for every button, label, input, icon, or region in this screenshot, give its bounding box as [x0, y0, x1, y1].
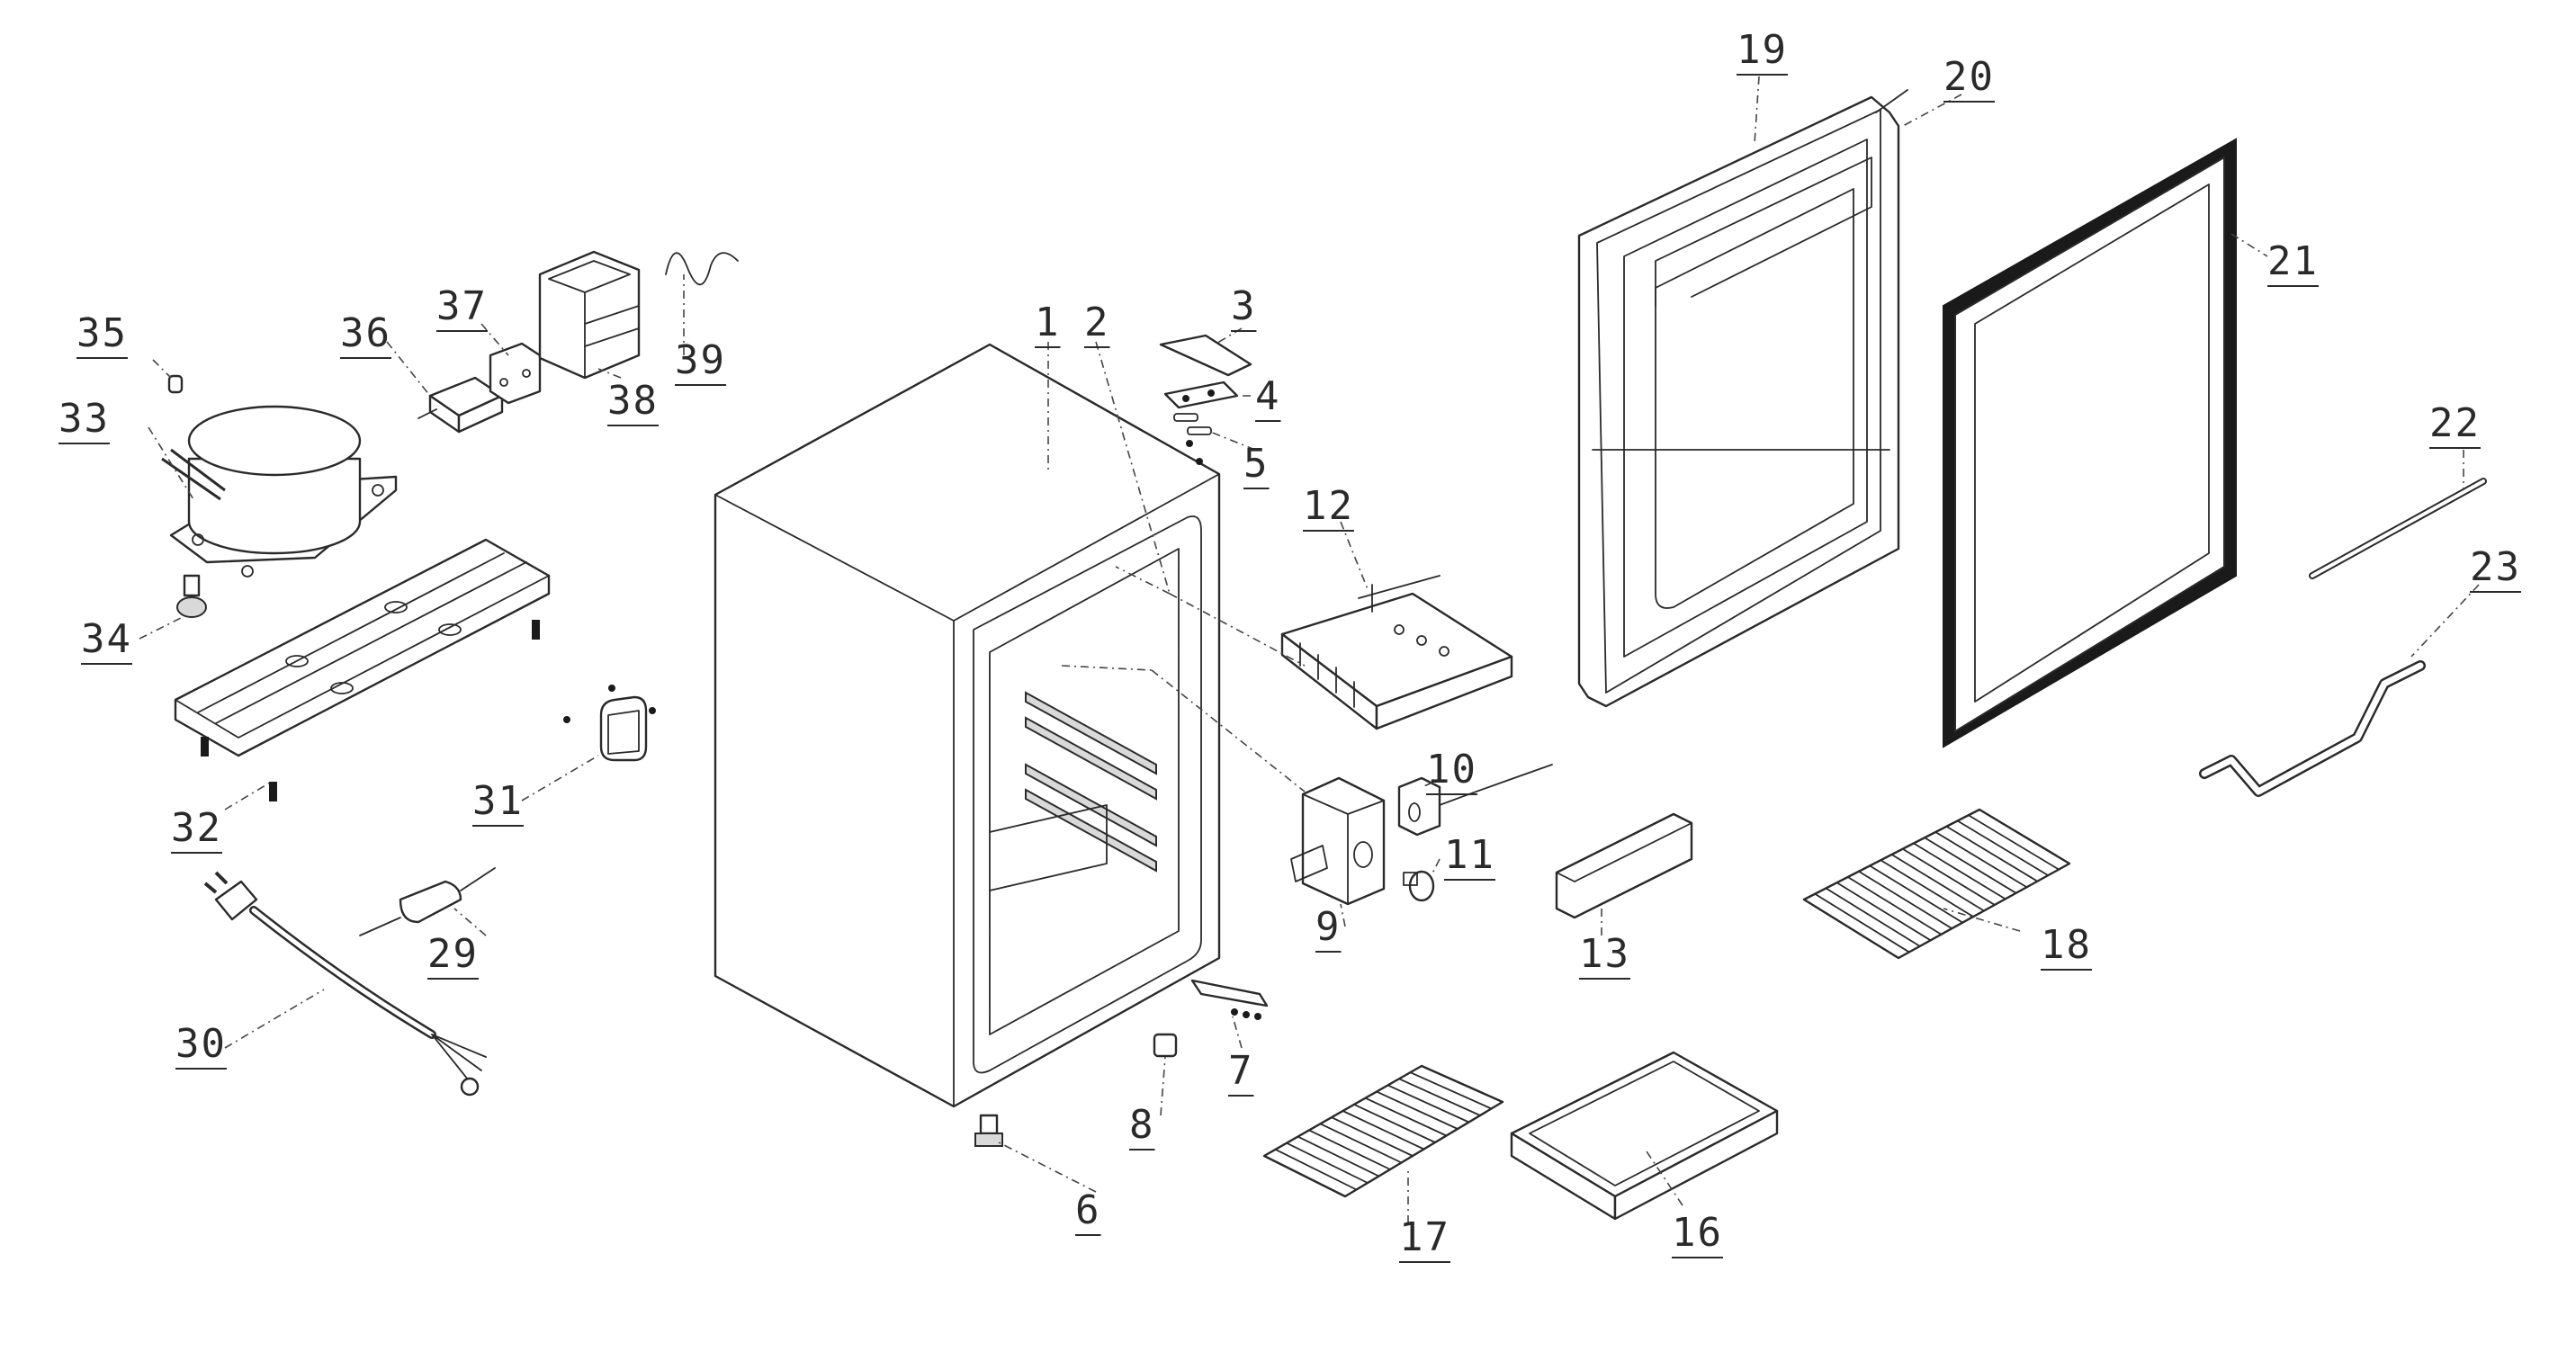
handle-bar: [2309, 478, 2487, 579]
relay-cap: [167, 374, 184, 394]
shelf-rung: [1890, 854, 1985, 912]
callout-30: 30: [175, 1021, 227, 1067]
glass-door-frame: [1943, 138, 2237, 748]
callout-32: 32: [171, 805, 222, 851]
callout-31: 31: [472, 778, 524, 824]
thermostat: [1397, 764, 1553, 837]
shelf-rung: [1967, 814, 2060, 871]
bottom-hinge: [1190, 979, 1269, 1020]
drip-tray: [1510, 1051, 1779, 1221]
shelf-rung: [1869, 864, 1964, 924]
handle-tube: [2199, 660, 2426, 797]
callout-12: 12: [1303, 483, 1354, 529]
cabinet: [714, 343, 1221, 1108]
shelf-rung: [1319, 1123, 1403, 1164]
shelf-rung: [1846, 876, 1943, 936]
callout-18: 18: [2041, 922, 2092, 968]
callout-38: 38: [607, 378, 659, 424]
callout-labels: 1 2 3 4 5 6 7 8 9 10 11 12 13 16 17 18 1…: [58, 27, 2521, 1263]
leveling-foot: [974, 1114, 1003, 1147]
shelf-rung: [1274, 1148, 1358, 1191]
connecting-wire: [665, 252, 739, 286]
callout-33: 33: [58, 396, 110, 442]
shelf-rung: [1956, 819, 2050, 877]
leader-lines: [139, 76, 2480, 1223]
shelf-rung: [1945, 825, 2039, 882]
shelf-rung: [1398, 1078, 1481, 1116]
start-relay: [417, 376, 504, 434]
door: [1577, 95, 1900, 708]
compressor-grommet: [176, 574, 207, 618]
callout-3: 3: [1231, 283, 1257, 329]
wire-shelf-small: [1262, 1064, 1504, 1198]
shelf-rung: [1409, 1071, 1493, 1110]
fuse: [359, 867, 496, 936]
callout-13: 13: [1579, 931, 1630, 977]
evaporator: [1280, 575, 1513, 730]
callout-10: 10: [1426, 747, 1477, 792]
shelf-rung: [1331, 1116, 1414, 1157]
shelf-rung: [1364, 1097, 1448, 1137]
shelf-rung: [1387, 1084, 1470, 1124]
shelf-rung: [1286, 1142, 1369, 1184]
callout-17: 17: [1399, 1214, 1450, 1260]
shelf-rung: [1376, 1090, 1459, 1130]
callout-36: 36: [340, 310, 391, 356]
hinge-screws: [1173, 413, 1212, 435]
callout-39: 39: [675, 337, 726, 383]
shelf-rung: [1901, 847, 1996, 906]
shelf-rung: [1836, 882, 1932, 942]
callout-22: 22: [2429, 400, 2481, 446]
top-hinge-cover: [1159, 334, 1252, 377]
callout-37: 37: [436, 283, 488, 329]
callout-4: 4: [1255, 373, 1281, 419]
callout-7: 7: [1228, 1048, 1254, 1094]
shelf-rung: [1297, 1135, 1380, 1177]
electrical-box-cover: [538, 250, 641, 380]
shelf-rung: [1825, 887, 1921, 947]
callout-23: 23: [2470, 544, 2521, 590]
callout-35: 35: [76, 310, 128, 356]
callout-9: 9: [1315, 904, 1342, 950]
callout-21: 21: [2267, 238, 2319, 284]
small-shelf: [1555, 812, 1693, 919]
shelf-rung: [1342, 1110, 1425, 1151]
shelf-rung: [1912, 842, 2006, 900]
callout-19: 19: [1737, 27, 1788, 73]
door-gasket: [1875, 89, 1908, 113]
callout-1: 1: [1035, 300, 1061, 345]
callout-5: 5: [1243, 441, 1270, 487]
cabinet-shelf-rails: [1025, 691, 1157, 873]
compressor: [161, 405, 398, 578]
overload-protector: [489, 342, 542, 405]
callout-6: 6: [1075, 1187, 1101, 1233]
callout-16: 16: [1672, 1210, 1723, 1256]
shelf-rung: [1353, 1103, 1436, 1143]
shelf-rung: [1308, 1129, 1391, 1170]
callout-2: 2: [1084, 300, 1110, 345]
thermostat-knob: [1403, 870, 1435, 902]
shelf-rung: [1814, 892, 1910, 954]
door-stopper: [1153, 1033, 1178, 1058]
shelf-rung: [1858, 870, 1953, 930]
thermostat-housing: [1290, 776, 1386, 906]
shelf-rung: [1880, 859, 1975, 918]
callout-20: 20: [1943, 54, 1995, 100]
power-cord: [203, 871, 487, 1097]
callout-11: 11: [1444, 832, 1495, 878]
callout-29: 29: [427, 931, 479, 977]
cord-clamp: [563, 685, 656, 762]
compressor-base: [174, 538, 551, 801]
callout-8: 8: [1129, 1102, 1155, 1148]
wire-shelf-large: [1802, 808, 2071, 960]
shelf-rung: [1924, 837, 2017, 894]
callout-34: 34: [81, 616, 132, 662]
shelf-rung: [1934, 831, 2028, 889]
top-hinge: [1163, 381, 1239, 409]
